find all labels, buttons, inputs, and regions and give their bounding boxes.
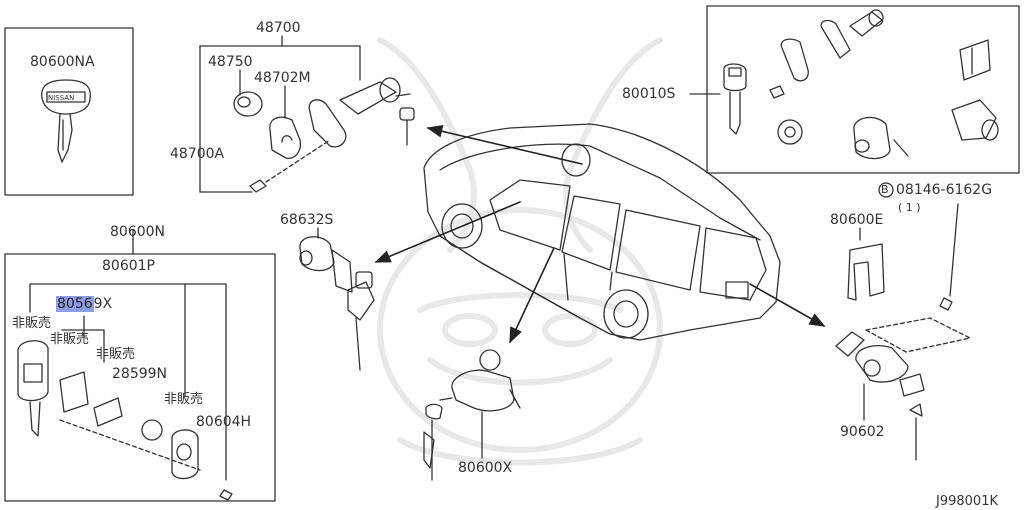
label-not-for-sale-3: 非販売 — [96, 347, 136, 362]
callout-48700 — [199, 35, 361, 193]
label-80569X: 80569X — [56, 296, 112, 312]
key-logo: NISSAN — [48, 94, 75, 102]
remote-key-box — [4, 253, 276, 502]
label-08146-qty: ( 1 ) — [898, 201, 921, 214]
label-28599N: 28599N — [112, 366, 168, 382]
bolt-symbol-B — [878, 182, 894, 198]
label-48750: 48750 — [208, 54, 253, 70]
label-08146-prefix: B — [881, 183, 889, 196]
label-80569X-rest: 9X — [93, 296, 113, 312]
watermark-emblem — [377, 37, 663, 466]
label-68632S: 68632S — [280, 212, 334, 228]
label-80604H: 80604H — [196, 414, 252, 430]
callout-arrows — [374, 125, 826, 344]
key-80600NA — [41, 79, 91, 163]
lock-set-parts — [689, 9, 999, 160]
remote-key-parts — [17, 229, 233, 501]
back-door-lock-parts — [835, 203, 971, 461]
label-48700A: 48700A — [170, 146, 225, 162]
diagram-id: J998001K — [936, 494, 998, 509]
station-wagon-car — [423, 123, 781, 341]
steering-lock-parts — [233, 77, 415, 193]
label-80600NA: 80600NA — [30, 54, 95, 70]
label-80600X: 80600X — [458, 460, 513, 476]
label-80601P: 80601P — [102, 258, 155, 274]
label-48700: 48700 — [256, 20, 301, 36]
label-80010S: 80010S — [622, 86, 676, 102]
label-80600N: 80600N — [110, 224, 166, 240]
label-not-for-sale-4: 非販売 — [164, 392, 204, 407]
label-90602: 90602 — [840, 424, 885, 440]
label-not-for-sale-2: 非販売 — [50, 332, 90, 347]
key-blank-box — [4, 27, 134, 196]
lock-set-box — [706, 5, 1020, 174]
label-80569X-highlight: 8056 — [56, 296, 94, 312]
label-48702M: 48702M — [254, 70, 311, 86]
label-not-for-sale-1: 非販売 — [12, 316, 52, 331]
door-lock-68632S — [299, 227, 375, 371]
cylinder-80600X — [423, 349, 521, 481]
label-08146-6162G: 08146-6162G — [896, 182, 993, 198]
label-80600E: 80600E — [830, 212, 884, 228]
